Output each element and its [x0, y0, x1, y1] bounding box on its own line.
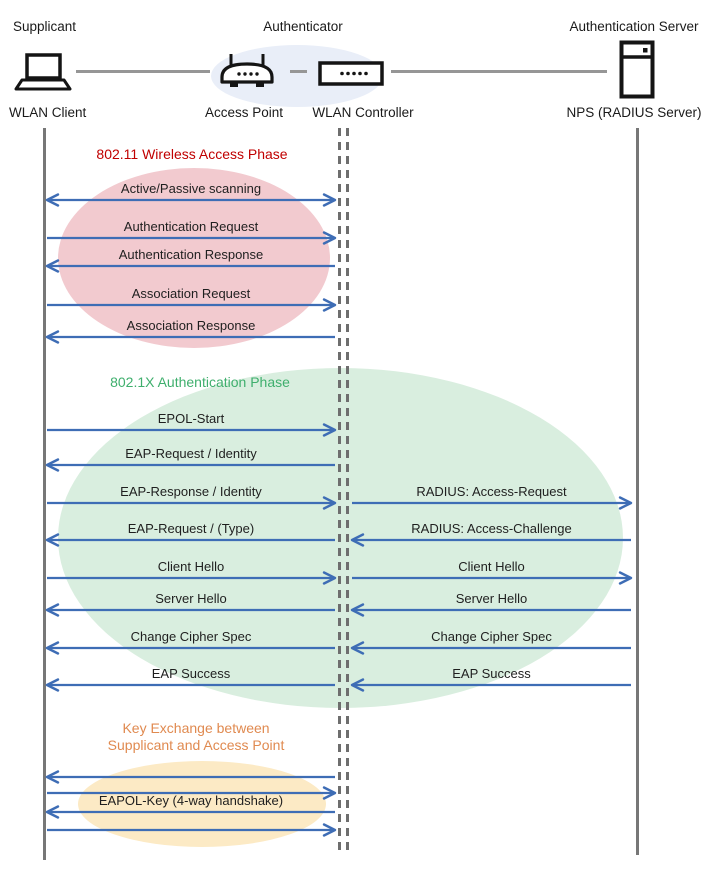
- laptop-icon: [14, 53, 72, 91]
- lifeline-wlan-controller-dashed-1: [338, 128, 341, 852]
- role-supplicant: Supplicant: [13, 19, 77, 34]
- node-label-wlan-client: WLAN Client: [9, 105, 87, 120]
- phase-title-authentication: 802.1X Authentication Phase: [110, 374, 290, 390]
- node-label-nps-server: NPS (RADIUS Server): [566, 105, 702, 120]
- header-connector-line: [391, 70, 607, 73]
- wlan-controller-icon: [318, 61, 384, 86]
- phase-title-wireless-access: 802.11 Wireless Access Phase: [96, 146, 288, 162]
- lifeline-nps-server: [636, 128, 639, 855]
- lifeline-wlan-controller-dashed-2: [346, 128, 349, 852]
- phase-title-key-exchange: Key Exchange between Supplicant and Acce…: [108, 720, 285, 754]
- header-connector-line: [290, 70, 307, 73]
- phase-title-key-exchange-line1: Key Exchange between: [122, 720, 270, 736]
- phase-ellipse-wireless-access: [58, 168, 330, 348]
- role-authenticator: Authenticator: [263, 19, 343, 34]
- node-label-wlan-controller: WLAN Controller: [312, 105, 414, 120]
- phase-title-key-exchange-line2: Supplicant and Access Point: [107, 737, 285, 753]
- role-authentication-server: Authentication Server: [569, 19, 699, 34]
- lifeline-wlan-client: [43, 128, 46, 860]
- node-label-access-point: Access Point: [204, 105, 284, 120]
- phase-ellipse-key-exchange: [78, 761, 326, 847]
- header-connector-line: [76, 70, 210, 73]
- access-point-icon: [220, 54, 274, 87]
- server-icon: [619, 40, 655, 99]
